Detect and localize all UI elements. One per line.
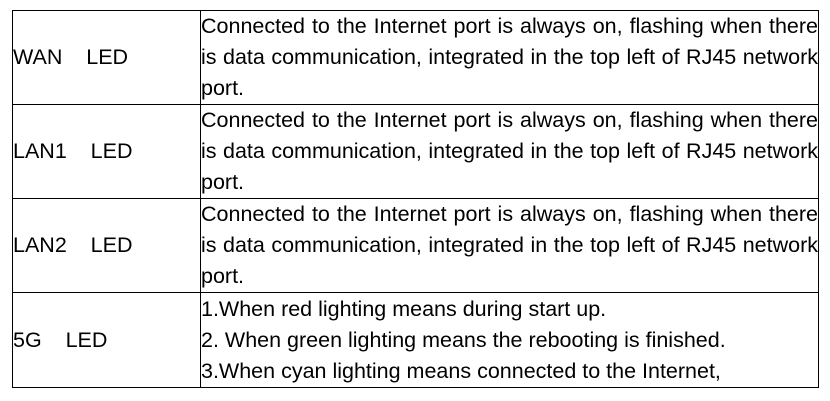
led-name-lan1: LAN1 LED [12,104,201,199]
led-name-5g: 5G LED [12,292,201,388]
table-row: LAN2 LED Connected to the Internet port … [12,198,819,293]
table-row: WAN LED Connected to the Internet port i… [12,10,819,105]
led-name-lan2: LAN2 LED [12,198,201,293]
table-row: 5G LED 1.When red lighting means during … [12,292,819,388]
list-item: 2. When green lighting means the rebooti… [201,327,726,352]
led-description-wan: Connected to the Internet port is always… [200,10,819,105]
led-description-5g: 1.When red lighting means during start u… [200,292,819,388]
table-row: LAN1 LED Connected to the Internet port … [12,104,819,199]
led-name-wan: WAN LED [12,10,201,105]
led-description-lan1: Connected to the Internet port is always… [200,104,819,199]
list-item: 1.When red lighting means during start u… [201,296,607,321]
led-description-lan2: Connected to the Internet port is always… [200,198,819,293]
list-item: 3.When cyan lighting means connected to … [201,358,721,383]
led-indicator-table: WAN LED Connected to the Internet port i… [12,10,819,388]
